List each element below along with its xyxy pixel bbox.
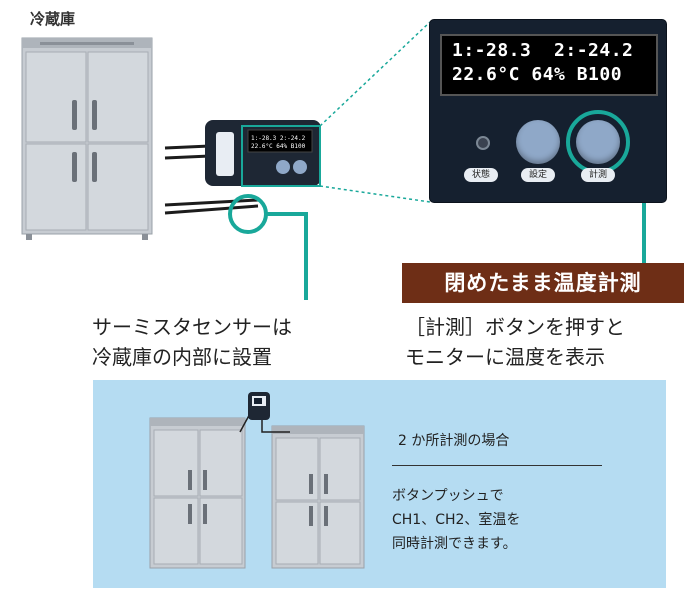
- display-zoom: 1:-28.3 2:-24.2 22.6°C 64% B100 状態 設定 計測: [430, 20, 666, 202]
- settings-button[interactable]: [516, 120, 560, 164]
- measure-caption: ［計測］ボタンを押すと モニターに温度を表示: [405, 315, 625, 369]
- lcd-line-1: 1:-28.3 2:-24.2: [452, 40, 634, 61]
- logger-device-illustration: 1:-28.3 2:-24.2 22.6°C 64% B100: [205, 120, 321, 186]
- panel-fridge-right: [271, 425, 365, 569]
- sensor-cables: [164, 144, 259, 215]
- measure-button-label: 計測: [581, 168, 615, 182]
- svg-text:22.6°C 64% B100: 22.6°C 64% B100: [251, 143, 306, 150]
- refrigerator-illustration: [21, 37, 153, 240]
- closed-measure-banner: 閉めたまま温度計測: [402, 263, 684, 303]
- panel-divider: [392, 465, 602, 466]
- panel-fridge-left: [149, 417, 246, 569]
- status-button-label: 状態: [464, 168, 498, 182]
- sensor-caption: サーミスタセンサーは 冷蔵庫の内部に設置: [92, 315, 292, 369]
- fridge-label: 冷蔵庫: [30, 10, 76, 28]
- lcd-line-2: 22.6°C 64% B100: [452, 64, 623, 85]
- panel-body: ボタンプッシュで CH1、CH2、室温を 同時計測できます。: [392, 488, 521, 552]
- svg-text:1:-28.3 2:-24.2: 1:-28.3 2:-24.2: [251, 135, 306, 142]
- lcd-screen: 1:-28.3 2:-24.2 22.6°C 64% B100: [440, 34, 658, 96]
- settings-button-label: 設定: [521, 168, 555, 182]
- panel-title: 2 か所計測の場合: [398, 433, 510, 449]
- status-led-icon: [476, 136, 490, 150]
- panel-logger-device: [239, 392, 290, 433]
